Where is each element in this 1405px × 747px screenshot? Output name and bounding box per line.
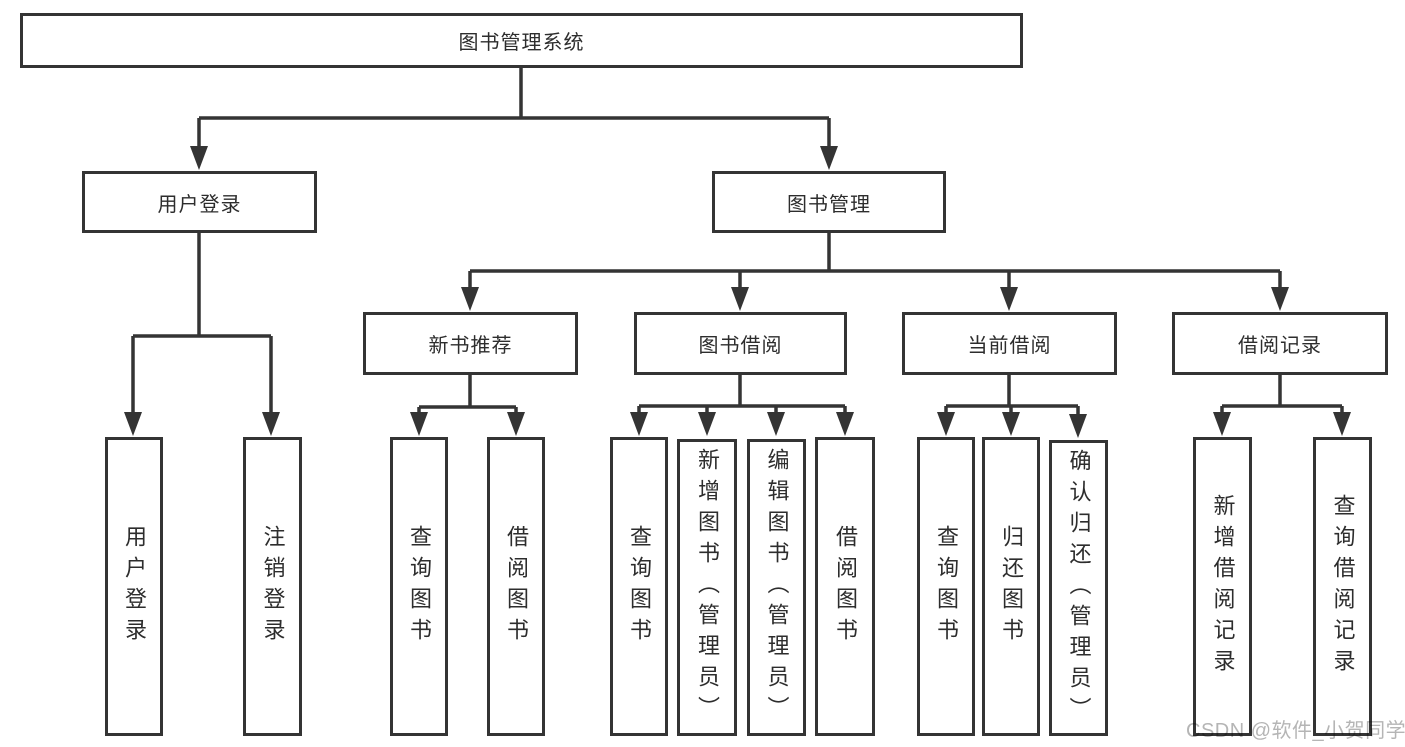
node-current-borrowing: 当前借阅 bbox=[902, 312, 1117, 375]
node-leaf-add-book-admin: 新增图书（管理员） bbox=[677, 439, 737, 736]
node-user-login: 用户登录 bbox=[82, 171, 317, 233]
node-leaf-logout: 注销登录 bbox=[243, 437, 302, 736]
csdn-watermark: CSDN @软件_小贺同学 bbox=[1186, 720, 1405, 742]
node-leaf-logout-label: 注销登录 bbox=[260, 524, 286, 649]
node-leaf-borrow-book-1: 借阅图书 bbox=[487, 437, 545, 736]
node-leaf-borrow-book-1-label: 借阅图书 bbox=[504, 524, 529, 649]
node-root-label: 图书管理系统 bbox=[458, 32, 585, 54]
node-borrow-records-label: 借阅记录 bbox=[1238, 335, 1322, 357]
node-leaf-query-book-1-label: 查询图书 bbox=[407, 524, 432, 649]
node-book-management-label: 图书管理 bbox=[787, 193, 871, 216]
node-leaf-query-book-2: 查询图书 bbox=[610, 437, 668, 736]
node-leaf-user-login: 用户登录 bbox=[105, 437, 163, 736]
node-leaf-add-borrow-record-label: 新增借阅记录 bbox=[1210, 493, 1236, 680]
node-book-borrowing-label: 图书借阅 bbox=[698, 335, 783, 357]
node-user-login-label: 用户登录 bbox=[157, 193, 242, 216]
node-current-borrowing-label: 当前借阅 bbox=[967, 335, 1052, 357]
node-leaf-add-borrow-record: 新增借阅记录 bbox=[1193, 437, 1252, 736]
node-leaf-query-book-1: 查询图书 bbox=[390, 437, 448, 736]
node-leaf-user-login-label: 用户登录 bbox=[122, 524, 147, 649]
arrowheads bbox=[124, 146, 1351, 438]
node-leaf-query-book-3: 查询图书 bbox=[917, 437, 975, 736]
node-borrow-records: 借阅记录 bbox=[1172, 312, 1388, 375]
node-new-book-recommend: 新书推荐 bbox=[363, 312, 578, 375]
node-leaf-query-borrow-record-label: 查询借阅记录 bbox=[1330, 493, 1356, 680]
node-leaf-query-borrow-record: 查询借阅记录 bbox=[1313, 437, 1372, 736]
node-leaf-confirm-return-admin-label: 确认归还（管理员） bbox=[1066, 448, 1092, 728]
node-root: 图书管理系统 bbox=[20, 13, 1023, 68]
node-leaf-add-book-admin-label: 新增图书（管理员） bbox=[695, 448, 720, 727]
node-leaf-return-book: 归还图书 bbox=[982, 437, 1040, 736]
node-leaf-confirm-return-admin: 确认归还（管理员） bbox=[1049, 440, 1108, 736]
node-book-management: 图书管理 bbox=[712, 171, 946, 233]
node-leaf-query-book-2-label: 查询图书 bbox=[627, 524, 652, 649]
node-book-borrowing: 图书借阅 bbox=[634, 312, 847, 375]
node-new-book-recommend-label: 新书推荐 bbox=[428, 335, 513, 357]
node-leaf-edit-book-admin: 编辑图书（管理员） bbox=[747, 439, 806, 736]
node-leaf-borrow-book-2-label: 借阅图书 bbox=[833, 524, 858, 649]
node-leaf-return-book-label: 归还图书 bbox=[999, 524, 1024, 649]
node-leaf-query-book-3-label: 查询图书 bbox=[934, 524, 959, 649]
node-leaf-borrow-book-2: 借阅图书 bbox=[815, 437, 875, 736]
node-leaf-edit-book-admin-label: 编辑图书（管理员） bbox=[764, 448, 790, 727]
